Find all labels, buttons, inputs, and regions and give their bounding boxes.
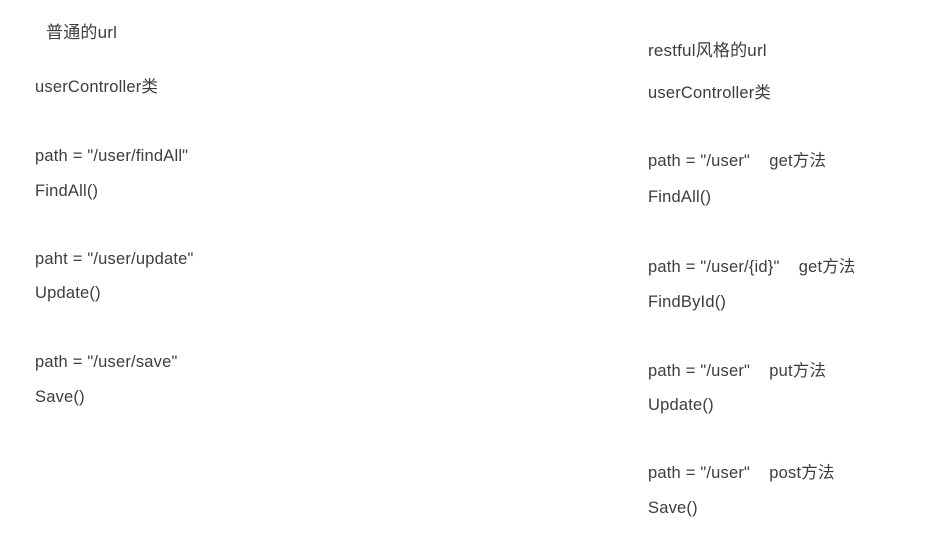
code-line-method: FindById() [648, 293, 727, 311]
code-line-method: Save() [648, 499, 698, 517]
code-line-path: path = "/user" get方法 [648, 152, 827, 170]
right-column-title: restful风格的url [648, 41, 767, 60]
code-line-path: path = "/user/save" [35, 353, 178, 371]
code-line-path: path = "/user/findAll" [35, 147, 189, 165]
code-line-path: path = "/user/{id}" get方法 [648, 258, 856, 276]
code-line-method: Update() [35, 284, 101, 302]
code-line-method: Update() [648, 396, 714, 414]
code-line-method: FindAll() [35, 182, 99, 200]
code-line-path: paht = "/user/update" [35, 250, 194, 268]
left-column-title: 普通的url [46, 23, 118, 42]
left-controller-class-label: userController类 [35, 78, 159, 96]
right-controller-class-label: userController类 [648, 84, 772, 102]
code-line-method: Save() [35, 388, 85, 406]
code-line-path: path = "/user" put方法 [648, 362, 827, 380]
code-line-method: FindAll() [648, 188, 712, 206]
code-line-path: path = "/user" post方法 [648, 464, 835, 482]
